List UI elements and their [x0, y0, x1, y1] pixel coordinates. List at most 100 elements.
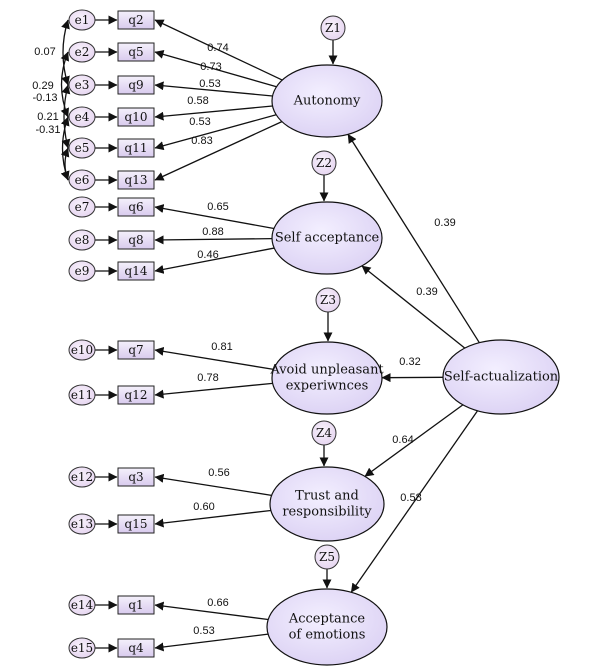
loading-arrow: [154, 235, 273, 245]
latent-acceptance-emotions-label: Acceptance: [288, 612, 366, 627]
loading-arrow: [154, 105, 273, 121]
covariance-arc: [60, 147, 70, 181]
error-term-circle: [68, 9, 96, 31]
latent-avoid-ellipse: [271, 341, 383, 415]
indicator-box: [117, 138, 155, 158]
latent-trust-label: responsibility: [282, 505, 372, 520]
indicator-box: [117, 514, 155, 534]
error-term-circle: [68, 196, 96, 218]
indicator-label: q12: [125, 388, 148, 402]
latent-autonomy-label: Autonomy: [293, 94, 361, 109]
indicator-label: q14: [125, 264, 148, 278]
loading-arrow: [154, 50, 277, 88]
covariance-value: 0.29: [32, 80, 53, 92]
latent-self-acceptance-label: Self acceptance: [275, 231, 380, 246]
structural-path-value: 0.64: [392, 434, 413, 446]
indicator-box: [117, 170, 155, 190]
error-term-label: e3: [75, 78, 90, 92]
error-term-label: e5: [75, 141, 90, 155]
indicator-box: [117, 230, 155, 250]
indicator-box: [117, 595, 155, 615]
disturbance-circle: [320, 15, 346, 41]
loading-arrow: [154, 204, 275, 230]
loading-arrow: [154, 509, 271, 528]
structural-path-value: 0.39: [416, 286, 437, 298]
error-term-circle: [68, 74, 96, 96]
error-term-circle: [68, 106, 96, 128]
indicator-label: q11: [125, 141, 148, 155]
error-term-circle: [68, 41, 96, 63]
error-term-circle: [68, 169, 96, 191]
loading-value: 0.83: [191, 135, 212, 147]
loading-value: 0.60: [193, 501, 214, 513]
loading-value: 0.53: [193, 625, 214, 637]
structural-path-value: 0.32: [399, 356, 420, 368]
indicator-label: q7: [128, 343, 143, 357]
indicator-box: [117, 385, 155, 405]
disturbance-label: Z3: [320, 293, 336, 307]
loading-value: 0.81: [211, 341, 232, 353]
latent-trust-label: Trust and: [295, 489, 359, 504]
indicator-label: q9: [128, 78, 143, 92]
error-term-circle: [68, 229, 96, 251]
loading-value: 0.46: [197, 249, 218, 261]
error-term-circle: [68, 339, 96, 361]
loading-arrow: [154, 121, 283, 181]
loading-value: 0.73: [200, 61, 221, 73]
indicator-label: q6: [128, 200, 143, 214]
error-term-label: e14: [71, 598, 94, 612]
loading-value: 0.74: [207, 42, 228, 54]
indicator-label: q1: [128, 598, 143, 612]
loading-value: 0.65: [207, 201, 228, 213]
indicator-box: [117, 10, 155, 30]
covariance-value: -0.31: [35, 124, 60, 136]
loading-value: 0.78: [197, 372, 218, 384]
covariance-value: 0.07: [34, 46, 55, 58]
covariance-value: 0.21: [37, 111, 58, 123]
error-term-circle: [68, 513, 96, 535]
loading-arrow: [154, 19, 283, 81]
structural-path-value: 0.39: [434, 217, 455, 229]
indicator-box: [117, 467, 155, 487]
indicator-box: [117, 107, 155, 127]
disturbance-label: Z2: [316, 156, 332, 170]
disturbance-label: Z1: [325, 21, 341, 35]
disturbance-circle: [311, 420, 337, 446]
latent-self-actualization-label: Self-actualization: [444, 370, 559, 385]
loading-value: 0.53: [199, 78, 220, 90]
error-term-label: e12: [71, 470, 93, 484]
indicator-box: [117, 197, 155, 217]
latent-avoid-label: Avoid unpleasant: [269, 363, 384, 378]
indicator-box: [117, 261, 155, 281]
loading-arrow: [154, 346, 274, 371]
error-term-label: e4: [75, 110, 90, 124]
latent-acceptance-emotions-label: of emotions: [289, 628, 366, 643]
loading-arrow: [154, 114, 277, 151]
error-term-label: e9: [75, 264, 90, 278]
indicator-label: q8: [128, 233, 143, 247]
covariance-value: -0.13: [32, 92, 57, 104]
structural-arrow: [361, 265, 466, 349]
structural-arrow: [350, 410, 478, 593]
loading-value: 0.58: [187, 95, 208, 107]
loading-value: 0.88: [202, 226, 223, 238]
indicator-label: q10: [125, 110, 148, 124]
indicator-label: q4: [128, 641, 144, 655]
latent-self-acceptance-ellipse: [271, 201, 383, 275]
latent-trust-ellipse: [269, 466, 385, 542]
indicator-box: [117, 340, 155, 360]
loading-arrow: [154, 473, 272, 496]
indicator-box: [117, 638, 155, 658]
latent-avoid-label: experiwnces: [286, 379, 369, 394]
edges: [60, 15, 480, 653]
disturbance-label: Z4: [316, 426, 332, 440]
indicator-label: q5: [128, 45, 143, 59]
disturbance-circle: [311, 150, 337, 176]
error-term-label: e15: [71, 641, 93, 655]
loading-arrow: [154, 382, 273, 399]
structural-arrow: [347, 133, 480, 344]
latent-acceptance-emotions-ellipse: [266, 588, 388, 666]
latent-self-actualization-ellipse: [442, 339, 560, 415]
structural-arrow: [364, 404, 464, 477]
error-term-label: e1: [75, 13, 90, 27]
